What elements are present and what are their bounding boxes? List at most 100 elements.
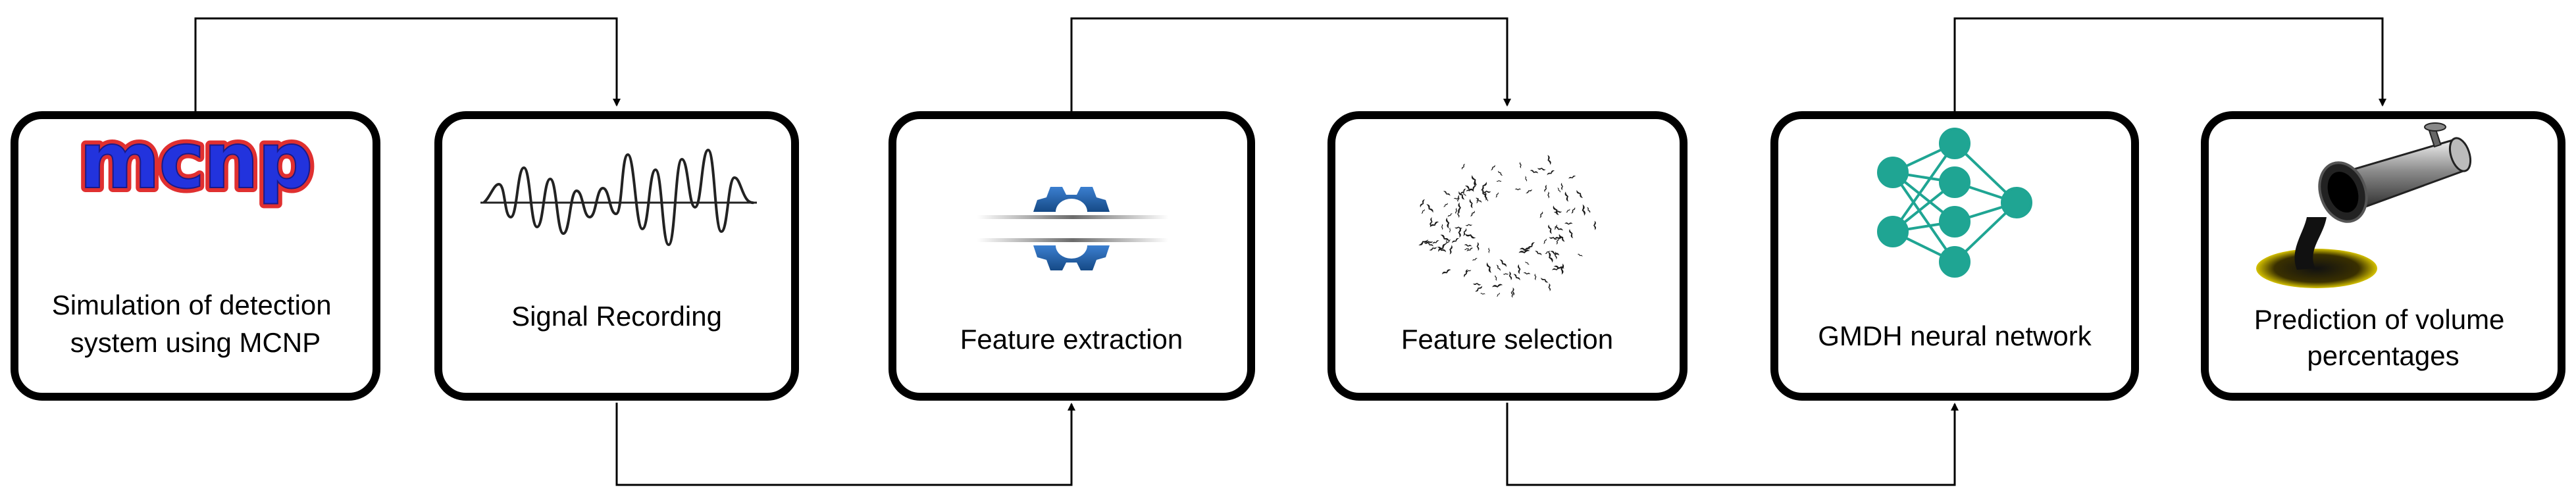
bird-shape xyxy=(1476,197,1479,204)
bird-shape xyxy=(1496,180,1502,182)
bird-shape xyxy=(1593,220,1596,230)
bird-shape xyxy=(1547,251,1553,263)
bird-shape xyxy=(1550,251,1560,256)
bird-shape xyxy=(1481,190,1491,193)
step-selection: Feature selection xyxy=(1327,111,1687,401)
bird-shape xyxy=(1518,264,1521,274)
step-prediction: Prediction of volume percentages xyxy=(2201,111,2565,401)
bird-shape xyxy=(1495,192,1499,198)
bird-shape xyxy=(1426,242,1433,247)
bird-shape xyxy=(1481,189,1487,198)
bird-shape xyxy=(1480,182,1487,191)
bird-shape xyxy=(1558,234,1565,242)
connector-selection-to-gmdh xyxy=(1506,403,1959,486)
bird-shape xyxy=(1499,259,1507,267)
bird-shape xyxy=(1464,244,1472,247)
bird-shape xyxy=(1525,261,1530,265)
bird-shape xyxy=(1560,263,1564,275)
oil-pipe-icon xyxy=(2256,122,2472,288)
bird-shape xyxy=(1464,186,1474,192)
bird-shape xyxy=(1553,211,1562,213)
step-box xyxy=(1327,111,1687,401)
bird-shape xyxy=(1421,209,1425,214)
bird-shape xyxy=(1534,251,1542,256)
connector-simulation-to-signal xyxy=(194,17,621,115)
bird-shape xyxy=(1548,283,1551,291)
bird-shape xyxy=(1472,282,1481,286)
bird-shape xyxy=(1571,207,1576,214)
bird-shape xyxy=(1553,205,1559,215)
bird-shape xyxy=(1526,189,1532,193)
bird-shape xyxy=(1466,247,1474,252)
bird-shape xyxy=(1465,224,1473,226)
bird-shape xyxy=(1462,228,1467,236)
bird-shape xyxy=(1513,274,1520,281)
step-gmdh: GMDH neural network xyxy=(1770,111,2139,401)
bird-shape xyxy=(1496,264,1501,271)
neural-network-icon xyxy=(1877,128,2032,278)
step-label: Simulation of detection system using MCN… xyxy=(52,289,340,358)
bird-shape xyxy=(1528,242,1535,250)
bird-shape xyxy=(1545,250,1550,254)
bird-shape xyxy=(1547,170,1555,176)
bird-shape xyxy=(1458,227,1462,238)
mcnp-logo-text: mcnp xyxy=(79,115,311,206)
step-label-line: Simulation of detection xyxy=(52,289,332,320)
bird-shape xyxy=(1543,238,1547,244)
bird-shape xyxy=(1449,245,1453,255)
step-label: Signal Recording xyxy=(511,301,722,332)
bird-shape xyxy=(1496,292,1500,297)
step-label: GMDH neural network xyxy=(1818,320,2092,351)
bird-shape xyxy=(1554,226,1563,231)
step-label-line: Prediction of volume xyxy=(2254,304,2505,335)
bird-shape xyxy=(1488,247,1490,253)
bird-shape xyxy=(1555,236,1562,239)
bird-shape xyxy=(1560,182,1564,191)
bird-shape xyxy=(1539,211,1543,218)
bird-shape xyxy=(1556,238,1559,245)
bird-shape xyxy=(1472,258,1478,261)
mcnp-logo-outline: mcnp xyxy=(79,115,311,206)
bird-shape xyxy=(1503,273,1509,275)
bird-shape xyxy=(1549,237,1558,240)
bird-shape xyxy=(1429,247,1437,251)
bird-flock-icon xyxy=(1418,155,1596,298)
step-extraction: Feature extraction xyxy=(889,111,1255,401)
bird-shape xyxy=(1424,241,1433,244)
bird-shape xyxy=(1486,262,1491,273)
bird-shape xyxy=(1449,227,1451,233)
bird-shape xyxy=(1476,242,1480,251)
bird-shape xyxy=(1472,180,1476,191)
bird-shape xyxy=(1566,209,1570,213)
step-box xyxy=(434,111,799,401)
bird-shape xyxy=(1430,221,1439,228)
bird-shape xyxy=(1430,217,1433,226)
bird-shape xyxy=(1564,191,1569,202)
bird-shape xyxy=(1557,188,1561,193)
bird-shape xyxy=(1461,163,1466,170)
bird-shape xyxy=(1519,247,1531,251)
step-simulation: mcnp mcnp Simulation of detection system… xyxy=(11,111,380,401)
bird-shape xyxy=(1437,247,1447,253)
bird-shape xyxy=(1426,204,1433,213)
bird-shape xyxy=(1485,196,1489,202)
bird-shape xyxy=(1453,197,1460,200)
bird-shape xyxy=(1469,199,1473,209)
bird-shape xyxy=(1465,270,1472,272)
step-box xyxy=(11,111,380,401)
gear-icon xyxy=(977,187,1168,270)
bird-shape xyxy=(1418,239,1428,245)
mcnp-logo-icon: mcnp mcnp xyxy=(74,111,317,211)
bird-shape xyxy=(1547,191,1550,199)
connector-extraction-to-selection xyxy=(1070,17,1511,115)
bird-shape xyxy=(1519,161,1522,168)
bird-shape xyxy=(1464,269,1468,278)
bird-shape xyxy=(1484,191,1487,201)
step-label-line: system using MCNP xyxy=(70,327,321,358)
step-signal: Signal Recording xyxy=(434,111,799,401)
bird-shape xyxy=(1525,176,1528,182)
bird-shape xyxy=(1569,229,1574,239)
step-box xyxy=(2201,111,2565,401)
bird-shape xyxy=(1554,224,1557,230)
